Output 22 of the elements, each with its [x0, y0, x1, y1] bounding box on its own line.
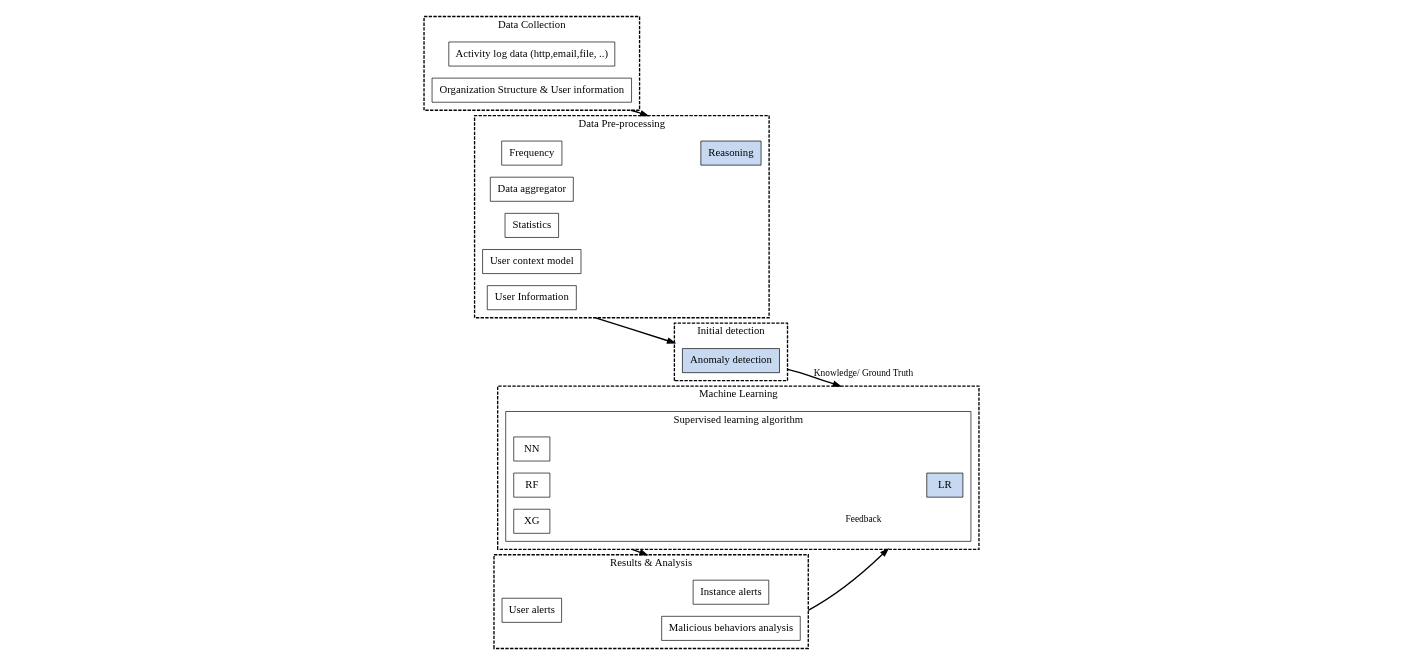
node-box: RF	[512, 472, 550, 498]
node-box: Instance alerts	[692, 579, 769, 605]
edge-label: Feedback	[845, 514, 881, 525]
node-box: User context model	[481, 249, 581, 274]
node-box: Organization Structure & User information	[431, 77, 632, 103]
node-box: Activity log data (http,email,file, ..)	[447, 41, 615, 67]
node-box: Statistics	[504, 213, 559, 238]
node-box: Reasoning	[700, 140, 761, 166]
node-box: User alerts	[501, 597, 562, 623]
node-box: NN	[512, 436, 550, 462]
arrow	[630, 548, 649, 556]
arrow	[786, 368, 842, 387]
node-box: Malicious behaviors analysis	[660, 616, 801, 641]
node-box: Data aggregator	[489, 176, 574, 202]
arrow	[594, 317, 676, 344]
node-box: User Information	[486, 285, 577, 311]
node-box: Frequency	[500, 140, 562, 166]
node-box: XG	[512, 508, 550, 534]
node-box: Anomaly detection	[681, 348, 780, 373]
edge-label: Knowledge/ Ground Truth	[813, 368, 913, 379]
node-box: LR	[925, 472, 963, 498]
arrow	[807, 547, 889, 611]
